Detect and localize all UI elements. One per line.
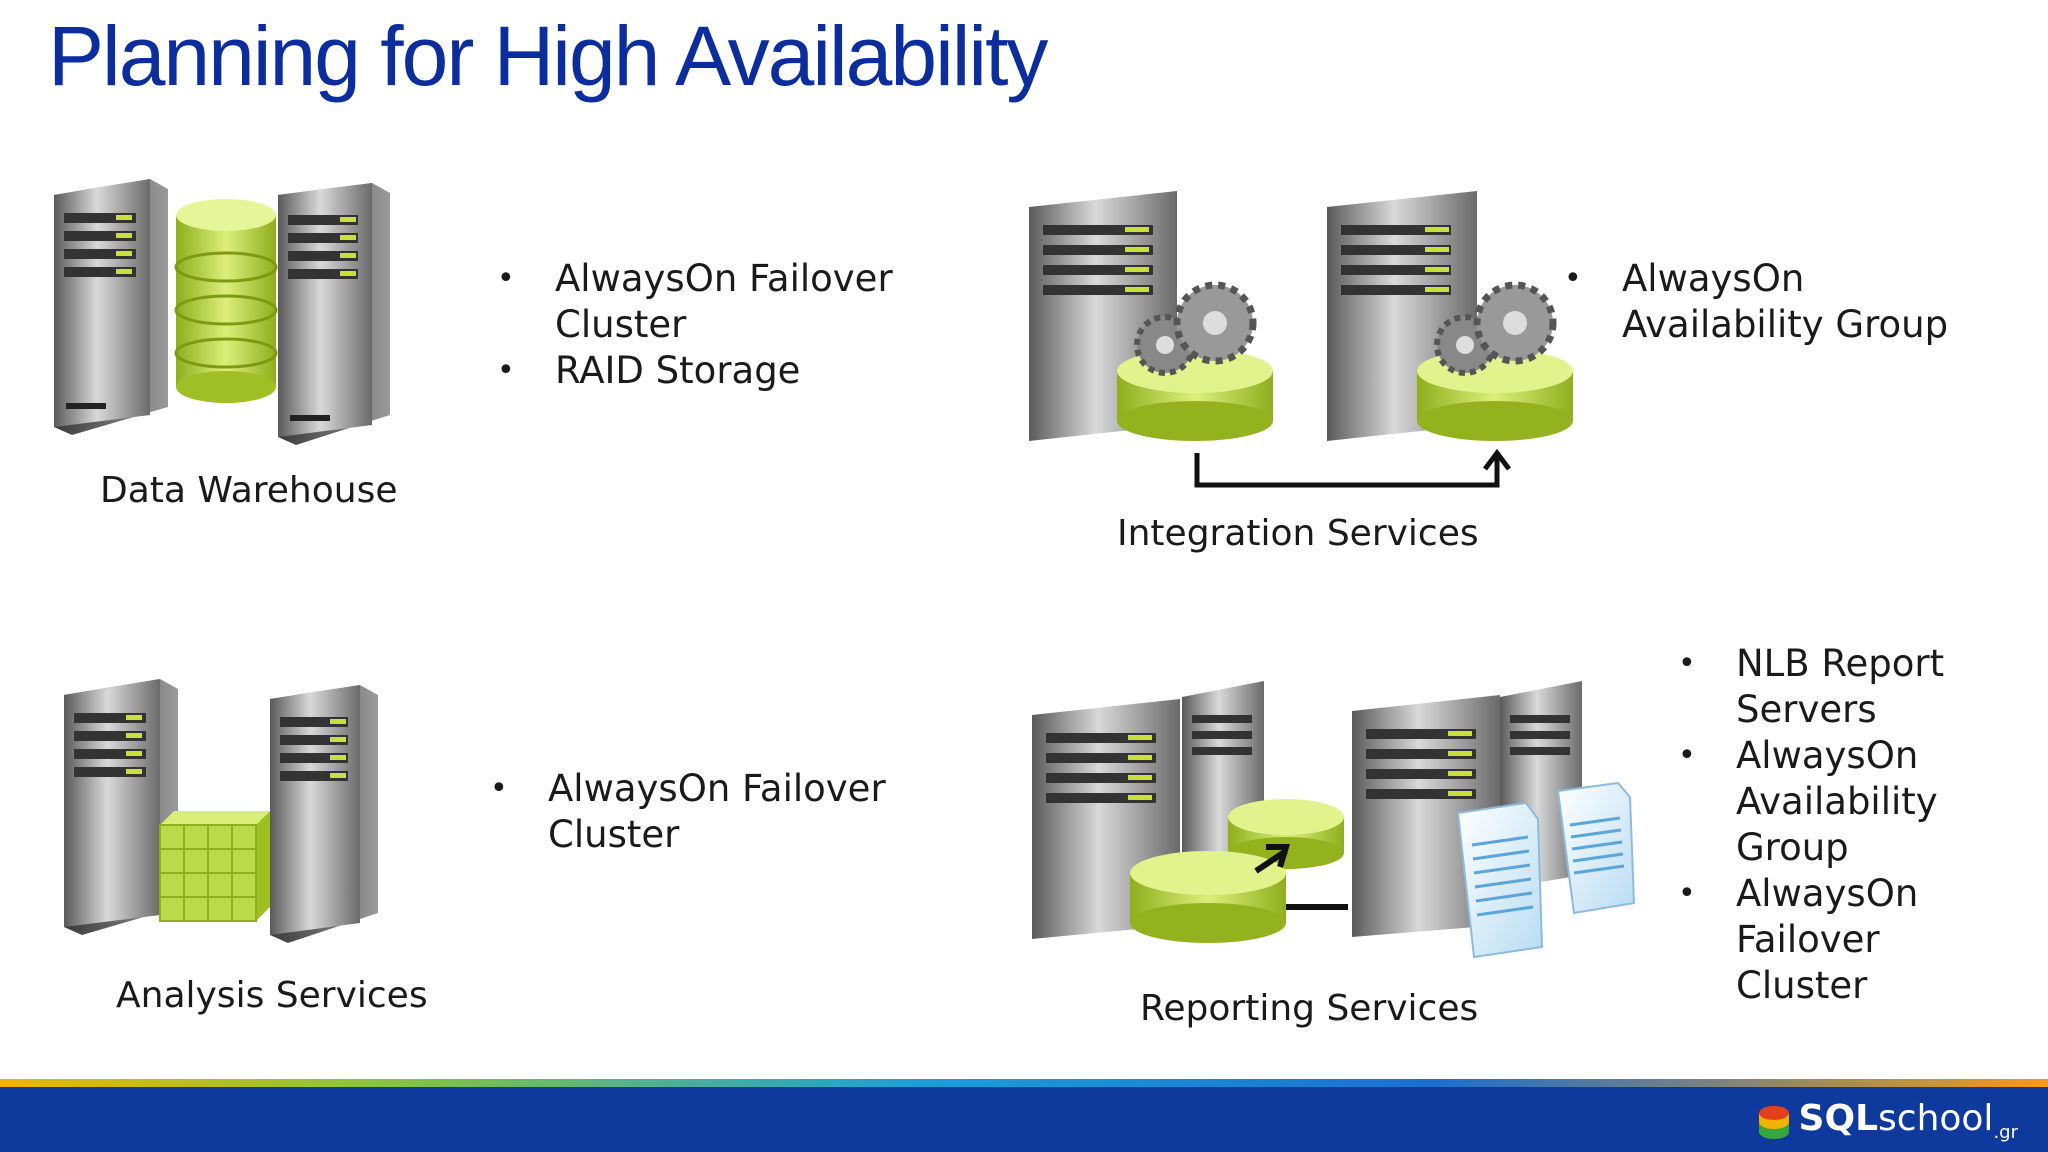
integration-services-caption: Integration Services [1117,513,1479,554]
analysis-services-illustration [64,679,378,943]
database-disk-icon [1130,851,1286,943]
bullet-item: AlwaysOn Failover Cluster [497,256,917,348]
database-stack-icon [1758,1106,1789,1139]
reporting-services-bullets: NLB Report Servers AlwaysOn Availability… [1678,641,2008,1009]
olap-cube-icon [159,811,270,922]
database-icon [174,199,278,403]
bullet-item: AlwaysOn Failover Cluster [1678,871,2008,1009]
analysis-services-caption: Analysis Services [116,975,428,1016]
gear-icon [1134,281,1257,376]
footer-bar [0,1087,2048,1152]
reporting-services-illustration [1032,681,1636,959]
bullet-item: RAID Storage [497,348,917,394]
data-warehouse-caption: Data Warehouse [100,470,398,511]
slide-title: Planning for High Availability [48,9,1048,103]
replication-arrow-icon [1254,844,1348,910]
data-warehouse-illustration [54,179,390,445]
server-icon [278,183,390,445]
footer-accent-strip [0,1079,2048,1087]
integration-services-illustration [1029,191,1573,488]
bullet-item: AlwaysOn Availability Group [1564,256,2004,348]
replication-arrow-icon [1194,448,1511,488]
bullet-item: AlwaysOn Availability Group [1678,733,2008,871]
report-document-icon [1456,801,1544,959]
data-warehouse-bullets: AlwaysOn Failover Cluster RAID Storage [497,256,917,394]
report-document-icon [1556,781,1636,915]
gear-icon [1434,281,1557,376]
server-icon [54,179,168,435]
reporting-services-caption: Reporting Services [1140,988,1479,1029]
sqlschool-logo: SQLschool.gr [1757,1096,2018,1146]
bullet-item: AlwaysOn Failover Cluster [490,766,910,858]
logo-text: SQLschool.gr [1798,1098,2018,1144]
server-icon [270,685,378,943]
server-icon [64,679,178,935]
analysis-services-bullets: AlwaysOn Failover Cluster [490,766,910,858]
server-icon [1352,695,1500,937]
bullet-item: NLB Report Servers [1678,641,2008,733]
integration-services-bullets: AlwaysOn Availability Group [1564,256,2004,348]
